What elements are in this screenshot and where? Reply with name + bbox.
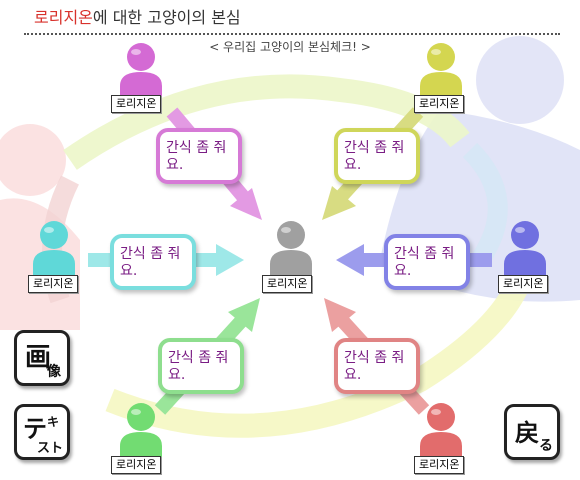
page-title: 로리지온에 대한 고양이의 본심 bbox=[34, 4, 241, 28]
user-icon bbox=[270, 221, 312, 280]
text-button-small2: スト bbox=[37, 441, 64, 456]
person-top-right bbox=[412, 40, 470, 120]
speech-bubble-top-left: 간식 좀 줘요. bbox=[156, 128, 242, 184]
back-button-big: 戻 bbox=[515, 419, 539, 447]
center-label: 로리지온 bbox=[262, 275, 313, 293]
title-divider bbox=[24, 33, 560, 35]
speech-bubble-bottom-right: 간식 좀 줘요. bbox=[334, 338, 420, 394]
person-left bbox=[25, 218, 83, 298]
text-button-big: テ bbox=[23, 415, 47, 443]
node-label-top-left: 로리지온 bbox=[111, 95, 162, 113]
user-icon bbox=[33, 221, 75, 280]
person-top-left bbox=[112, 40, 170, 120]
node-label-bottom-right: 로리지온 bbox=[414, 456, 465, 474]
subtitle: < 우리집 고양이의 본심체크! > bbox=[209, 40, 371, 54]
title-highlight: 로리지온 bbox=[34, 8, 93, 27]
image-button-small: 像 bbox=[47, 364, 61, 380]
back-button-small: る bbox=[539, 438, 553, 454]
person-bottom-left bbox=[112, 400, 170, 480]
speech-bubble-bottom-left: 간식 좀 줘요. bbox=[158, 338, 244, 394]
image-button[interactable]: 画 像 bbox=[14, 330, 70, 386]
speech-bubble-left: 간식 좀 줘요. bbox=[110, 234, 196, 290]
node-label-bottom-left: 로리지온 bbox=[111, 456, 162, 474]
back-button[interactable]: 戻 る bbox=[504, 404, 560, 460]
image-button-big: 画 bbox=[25, 343, 52, 373]
node-label-right: 로리지온 bbox=[498, 275, 549, 293]
node-label-left: 로리지온 bbox=[28, 275, 79, 293]
text-button-small1: キ bbox=[47, 415, 60, 429]
speech-bubble-top-right: 간식 좀 줘요. bbox=[334, 128, 420, 184]
title-rest: 에 대한 고양이의 본심 bbox=[92, 8, 241, 27]
text-button[interactable]: テ キ スト bbox=[14, 404, 70, 460]
person-right bbox=[496, 218, 554, 298]
user-icon bbox=[420, 43, 462, 102]
speech-bubble-right: 간식 좀 줘요. bbox=[384, 234, 470, 290]
user-icon bbox=[420, 403, 462, 462]
person-bottom-right bbox=[412, 400, 470, 480]
user-icon bbox=[120, 403, 162, 462]
user-icon bbox=[120, 43, 162, 102]
user-icon bbox=[504, 221, 546, 280]
node-label-top-right: 로리지온 bbox=[414, 95, 465, 113]
person-center bbox=[262, 218, 320, 298]
